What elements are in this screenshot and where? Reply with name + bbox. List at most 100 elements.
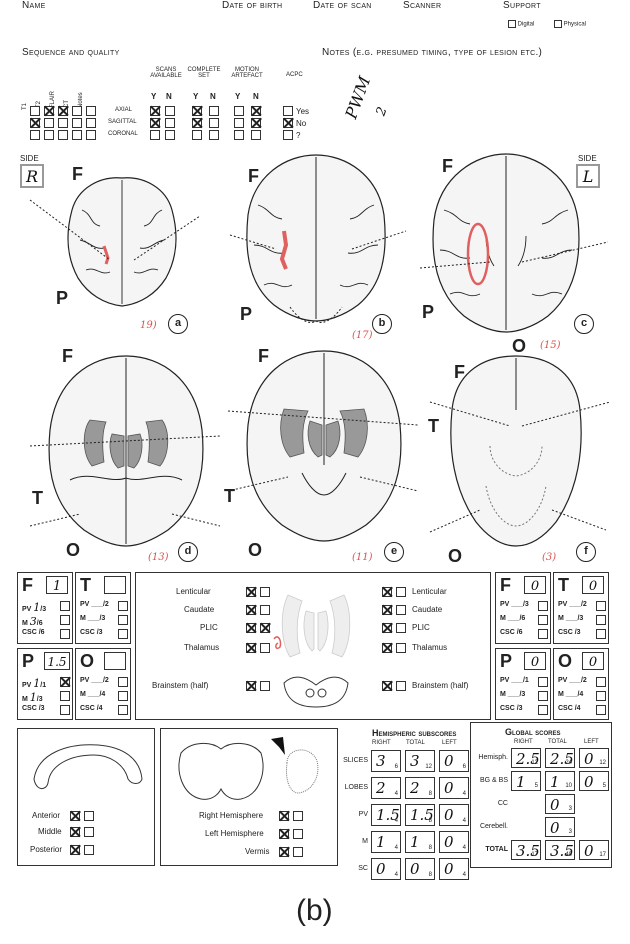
lobe-left-o-value-box[interactable]: 0 xyxy=(582,652,604,670)
cb-scans-n-coronal[interactable] xyxy=(165,130,175,140)
cb-motion-y-axial[interactable] xyxy=(234,106,244,116)
cb-scans-n-axial[interactable] xyxy=(165,106,175,116)
cb-flair-sagittal[interactable] xyxy=(58,118,68,128)
cc-middle-a[interactable] xyxy=(84,827,94,837)
bgt-left-thalamus-a[interactable] xyxy=(396,643,406,653)
cb-acpc-no[interactable] xyxy=(283,118,293,128)
bgt-left-thalamus-cb[interactable] xyxy=(382,643,392,653)
lobe-left-p-pv-cb[interactable] xyxy=(538,677,548,687)
cb-scans-y-axial[interactable] xyxy=(150,106,160,116)
cb-motion-n-axial[interactable] xyxy=(251,106,261,116)
cb-acpc-yes[interactable] xyxy=(283,106,293,116)
lobe-right-o-m-cb[interactable] xyxy=(118,691,128,701)
bgt-left-caudate-a[interactable] xyxy=(396,605,406,615)
lobe-right-f-pv-cb[interactable] xyxy=(60,601,70,611)
cb-motion-n-sagittal[interactable] xyxy=(251,118,261,128)
lobe-left-t-m-cb[interactable] xyxy=(596,615,606,625)
lobe-right-p-pv-cb[interactable] xyxy=(60,677,70,687)
lobe-left-o-pv-cb[interactable] xyxy=(596,677,606,687)
cc-anterior-a[interactable] xyxy=(84,811,94,821)
cb-motion-n-coronal[interactable] xyxy=(251,130,261,140)
cb-ct-coronal[interactable] xyxy=(72,130,82,140)
cc-middle-cb[interactable] xyxy=(70,827,80,837)
lobe-right-t-pv-cb[interactable] xyxy=(118,601,128,611)
cb-ct-sagittal[interactable] xyxy=(72,118,82,128)
lobe-right-f-csc-cb[interactable] xyxy=(60,629,70,639)
lobe-right-t-m-cb[interactable] xyxy=(118,615,128,625)
lobe-left-f-csc-cb[interactable] xyxy=(538,629,548,639)
cerebellum-right-cb[interactable] xyxy=(279,811,289,821)
lobe-right-f-value-box[interactable]: 1 xyxy=(46,576,68,594)
bgt-right-plic-cb[interactable] xyxy=(246,623,256,633)
lobe-left-f-pv-cb[interactable] xyxy=(538,601,548,611)
lobe-right-o-pv-cb[interactable] xyxy=(118,677,128,687)
cb-notes-sagittal[interactable] xyxy=(86,118,96,128)
cb-notes-axial[interactable] xyxy=(86,106,96,116)
lobe-left-p-m-cb[interactable] xyxy=(538,691,548,701)
lobe-right-p-m-cb[interactable] xyxy=(60,691,70,701)
cerebellum-left-cb[interactable] xyxy=(279,829,289,839)
lobe-right-t-csc-cb[interactable] xyxy=(118,629,128,639)
cb-scans-n-sagittal[interactable] xyxy=(165,118,175,128)
lobe-left-t-csc-cb[interactable] xyxy=(596,629,606,639)
cb-scans-y-sagittal[interactable] xyxy=(150,118,160,128)
cb-t2-coronal[interactable] xyxy=(44,130,54,140)
lobe-right-p-value-box[interactable]: 1.5 xyxy=(44,652,70,670)
cb-complete-n-axial[interactable] xyxy=(209,106,219,116)
cb-t1-coronal[interactable] xyxy=(30,130,40,140)
cb-ct-axial[interactable] xyxy=(72,106,82,116)
cb-t2-sagittal[interactable] xyxy=(44,118,54,128)
lobe-right-t-value-box[interactable] xyxy=(104,576,126,594)
lobe-right-p-csc-cb[interactable] xyxy=(60,705,70,715)
lobe-right-o-value-box[interactable] xyxy=(104,652,126,670)
bgt-right-thalamus-a[interactable] xyxy=(260,643,270,653)
bgt-left-brainstem-a[interactable] xyxy=(396,681,406,691)
cerebellum-left-a[interactable] xyxy=(293,829,303,839)
cb-scans-y-coronal[interactable] xyxy=(150,130,160,140)
lobe-left-p-value-box[interactable]: 0 xyxy=(524,652,546,670)
cc-anterior-cb[interactable] xyxy=(70,811,80,821)
cb-complete-n-sagittal[interactable] xyxy=(209,118,219,128)
bgt-left-lenticular-a[interactable] xyxy=(396,587,406,597)
cerebellum-right-a[interactable] xyxy=(293,811,303,821)
cb-flair-coronal[interactable] xyxy=(58,130,68,140)
lobe-left-f-value-box[interactable]: 0 xyxy=(524,576,546,594)
cc-posterior-cb[interactable] xyxy=(70,845,80,855)
cb-t1-sagittal[interactable] xyxy=(30,118,40,128)
cc-posterior-a[interactable] xyxy=(84,845,94,855)
lobe-right-o-csc-cb[interactable] xyxy=(118,705,128,715)
lobe-left-f-m-cb[interactable] xyxy=(538,615,548,625)
bgt-left-caudate-cb[interactable] xyxy=(382,605,392,615)
support-digital[interactable]: Digital xyxy=(508,20,534,28)
bgt-left-brainstem-cb[interactable] xyxy=(382,681,392,691)
cb-complete-y-axial[interactable] xyxy=(192,106,202,116)
bgt-right-thalamus-cb[interactable] xyxy=(246,643,256,653)
cb-complete-y-coronal[interactable] xyxy=(192,130,202,140)
cerebellum-vermis-cb[interactable] xyxy=(279,847,289,857)
